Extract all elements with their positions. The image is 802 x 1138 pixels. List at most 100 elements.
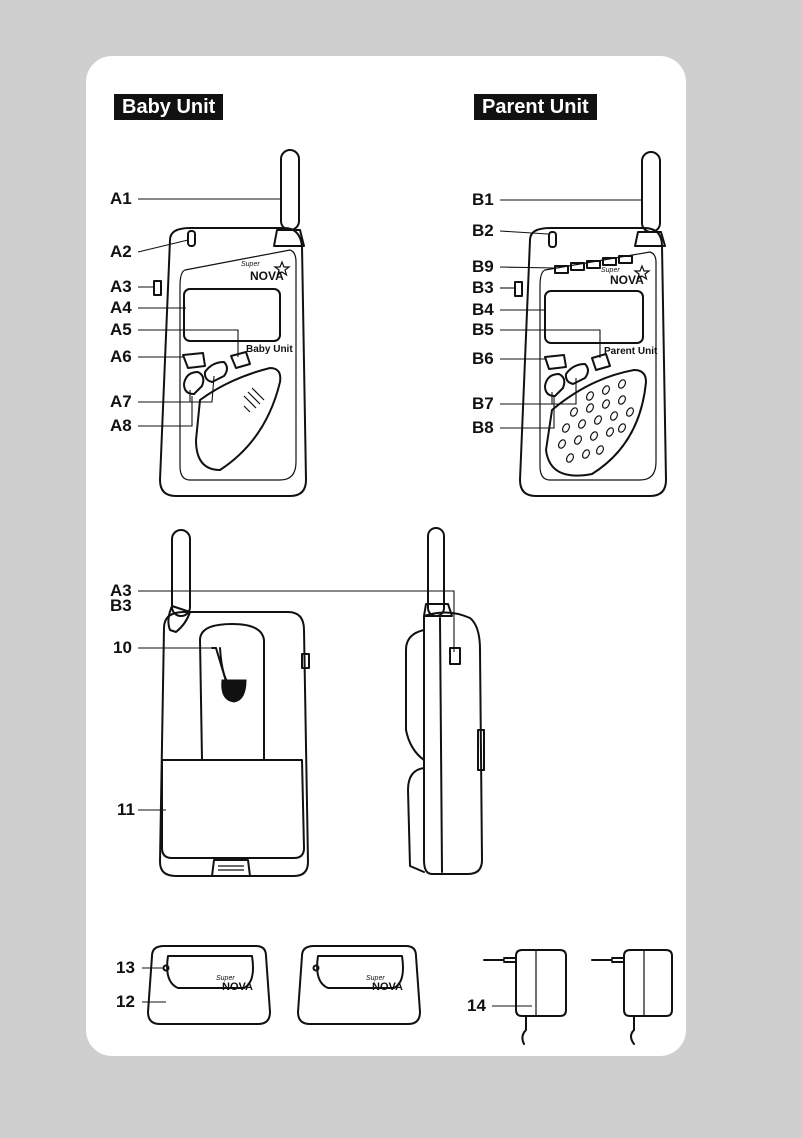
side-switch: [449, 647, 461, 665]
level-led-icon: [554, 265, 569, 274]
callout-a3: A3: [110, 277, 132, 296]
side-antenna: [427, 527, 445, 617]
parent-side-switch: [514, 281, 523, 297]
callout-a7: A7: [110, 392, 132, 411]
callout-12: 12: [116, 992, 135, 1011]
parent-logo-script: Super: [601, 267, 620, 274]
diagram-card: [86, 56, 686, 1056]
power-adapter-left: [483, 949, 567, 1045]
adapter-cable: [630, 1015, 635, 1045]
parent-unit-heading: Parent Unit: [474, 94, 597, 120]
belt-clip-hole: [221, 679, 247, 703]
parent-antenna-base: [634, 231, 666, 247]
charger-base: [297, 945, 421, 1025]
baby-microphone-icon: [243, 387, 265, 413]
speaker-holes: [557, 379, 635, 463]
charger-logo-script: Super: [366, 975, 385, 982]
parent-antenna: [641, 151, 661, 233]
parent-unit-faceplate: [539, 251, 657, 481]
baby-unit-heading: Baby Unit: [114, 94, 224, 120]
side-battery-cover: [407, 767, 425, 873]
baby-led-indicator: [187, 230, 196, 247]
level-led-icon: [586, 260, 601, 269]
adapter-body: [623, 949, 673, 1017]
baby-unit-faceplate: [179, 249, 297, 481]
baby-logo-script: Super: [241, 261, 260, 268]
battery-cover-latch: [211, 859, 251, 877]
parent-unit-body: [519, 227, 667, 497]
callout-a5: A5: [110, 320, 132, 339]
callout-11: 11: [117, 800, 135, 819]
callout-b3-side: B3: [110, 596, 132, 615]
baby-antenna: [280, 149, 300, 231]
adapter-prongs: [483, 957, 517, 963]
callout-b6: B6: [472, 349, 494, 368]
baby-display: [183, 288, 281, 342]
star-icon: [633, 264, 651, 281]
callout-b3: B3: [472, 278, 494, 297]
baby-screen-label: Baby Unit: [246, 344, 293, 355]
level-led-icon: [602, 257, 617, 266]
parent-button-right: [591, 353, 611, 371]
parent-button-left: [544, 354, 567, 370]
battery-cover: [161, 759, 305, 859]
callout-a8: A8: [110, 416, 132, 435]
baby-button-right: [230, 351, 251, 369]
baby-grille-panel: [195, 367, 282, 471]
callout-14: 14: [467, 996, 486, 1015]
adapter-cable: [521, 1015, 527, 1045]
callout-b8: B8: [472, 418, 494, 437]
baby-logo-word: NOVA: [250, 269, 284, 283]
back-side-switch: [301, 653, 310, 669]
baby-unit-front: Super NOVA Baby Unit: [153, 149, 307, 497]
charger-logo-script: Super: [216, 975, 235, 982]
parent-screen-label: Parent Unit: [604, 346, 658, 357]
charger-logo-word: NOVA: [222, 981, 253, 993]
parent-display: [544, 290, 644, 344]
baby-button-down: [183, 371, 205, 395]
baby-unit-body: [159, 227, 307, 497]
side-button: [477, 729, 485, 771]
parent-speaker-grille: [545, 369, 647, 477]
parent-led-indicator: [548, 231, 557, 248]
unit-side-view: [405, 527, 485, 875]
callout-a3-side: A3: [110, 581, 132, 600]
parent-button-up: [564, 363, 589, 385]
callout-a2: A2: [110, 242, 132, 261]
charger-base: [147, 945, 271, 1025]
callout-a1: A1: [110, 189, 132, 208]
callout-10: 10: [113, 638, 132, 657]
power-adapter-right: [591, 949, 673, 1045]
callout-13: 13: [116, 958, 135, 977]
side-unit-body: [423, 611, 483, 875]
belt-clip: [199, 623, 265, 761]
callout-b5: B5: [472, 320, 494, 339]
back-unit-body: [159, 611, 309, 877]
callout-b1: B1: [472, 190, 494, 209]
level-led-icon: [618, 255, 633, 264]
charger-logo-word: NOVA: [372, 981, 403, 993]
baby-button-left: [182, 352, 206, 369]
latch-grip: [218, 865, 244, 871]
side-belt-clip: [405, 629, 425, 761]
charger-right: Super NOVA: [297, 945, 421, 1025]
charge-led: [312, 964, 320, 972]
charger-left: Super NOVA: [147, 945, 271, 1025]
level-led-icon: [570, 262, 585, 271]
parent-button-down: [544, 373, 566, 397]
callout-b4: B4: [472, 300, 494, 319]
baby-button-up: [203, 361, 228, 383]
charge-led: [162, 964, 170, 972]
callout-a6: A6: [110, 347, 132, 366]
adapter-prongs: [591, 957, 625, 963]
callout-b7: B7: [472, 394, 494, 413]
callout-a4: A4: [110, 298, 132, 317]
leader-lines: [137, 198, 643, 1007]
adapter-body: [515, 949, 567, 1017]
side-seam: [439, 617, 443, 873]
unit-back-view: [159, 529, 310, 877]
callout-b2: B2: [472, 221, 494, 240]
parent-logo-word: NOVA: [610, 273, 644, 287]
star-icon: [273, 260, 291, 277]
